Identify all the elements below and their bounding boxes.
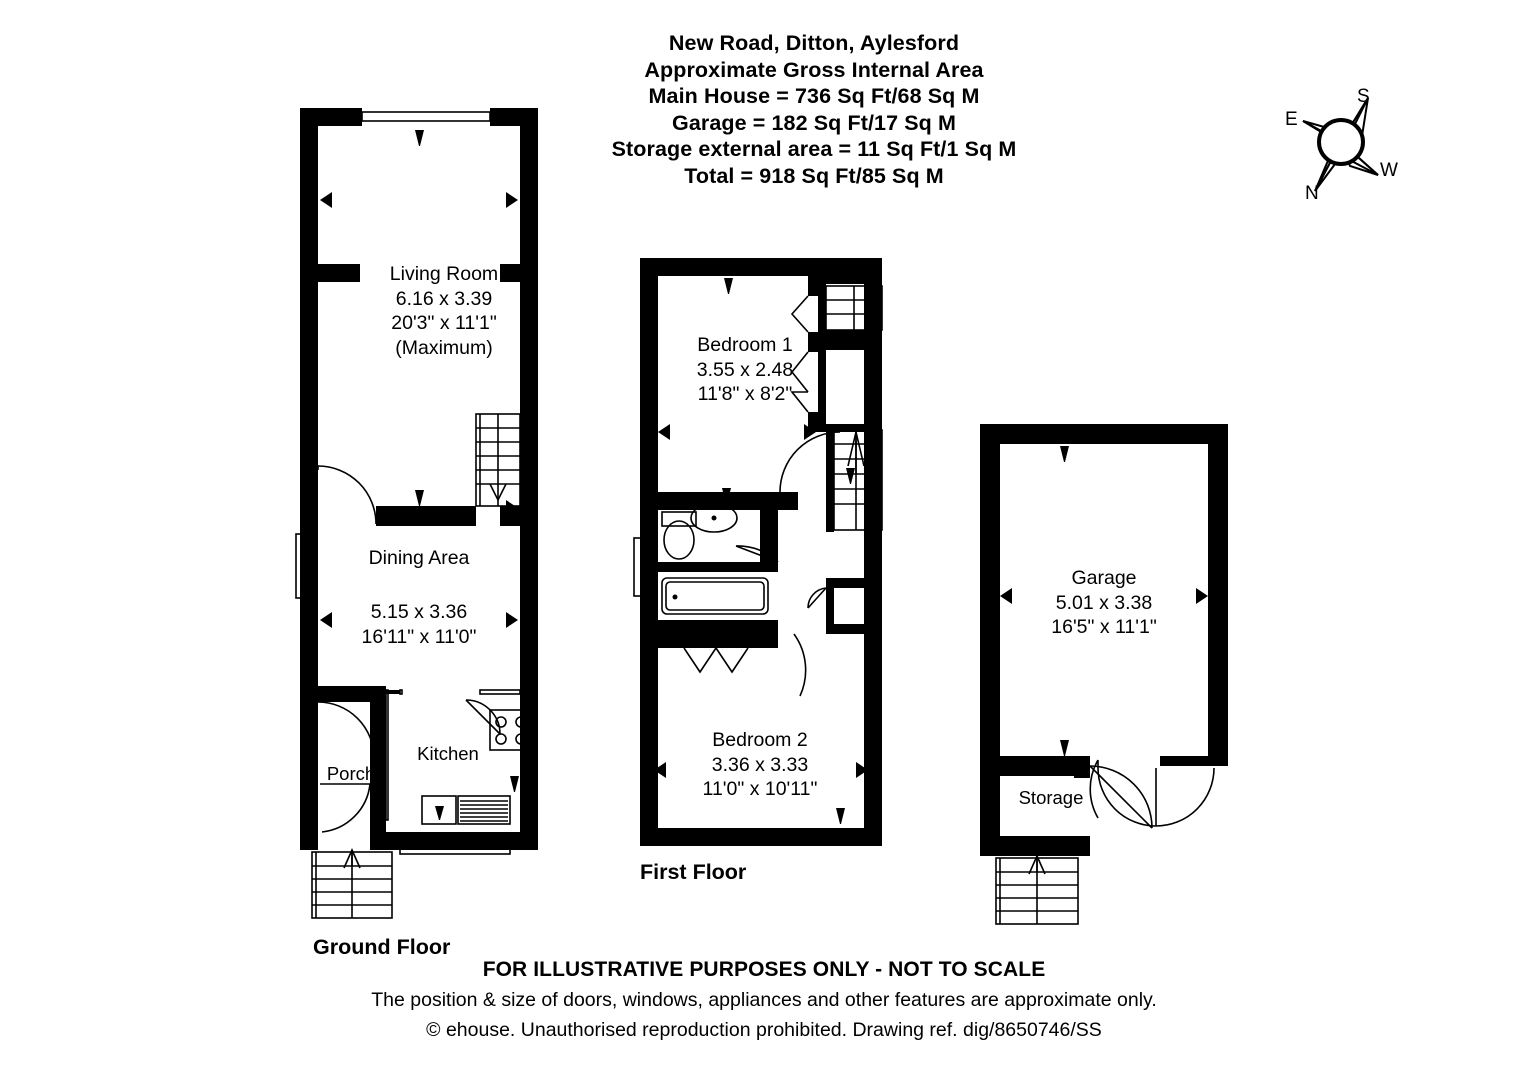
first-floor-doors	[683, 295, 841, 697]
room-label-kitchen: Kitchen	[398, 742, 498, 767]
room-label-storage: Storage	[996, 786, 1106, 811]
room-imperial-dining-area: 16'11" x 11'0"	[361, 625, 477, 648]
room-metric-bedroom-1: 3.55 x 2.48	[696, 358, 794, 381]
garage-area: Garage = 182 Sq Ft/17 Sq M	[672, 110, 956, 135]
room-label-bedroom-2: Bedroom 2 3.36 x 3.33 11'0" x 10'11"	[670, 728, 850, 802]
ground-floor-staircase	[475, 413, 521, 507]
room-metric-living-room: 6.16 x 3.39	[395, 287, 493, 310]
room-dims-dining-area: 5.15 x 3.36 16'11" x 11'0"	[309, 600, 529, 649]
storage-area: Storage external area = 11 Sq Ft/1 Sq M	[611, 137, 1017, 161]
ground-floor-dimension-arrows	[320, 130, 519, 792]
ground-floor-entrance-steps	[311, 848, 393, 919]
room-name-bedroom-1: Bedroom 1	[697, 334, 793, 356]
room-name-bedroom-2: Bedroom 2	[712, 729, 808, 751]
footer-approx-note: The position & size of doors, windows, a…	[371, 989, 1157, 1011]
room-name-garage: Garage	[1071, 567, 1137, 589]
compass-label-s: S	[1357, 86, 1370, 107]
first-floor-staircase	[833, 429, 883, 531]
room-metric-garage: 5.01 x 3.38	[1055, 591, 1153, 614]
garage-doors	[1089, 759, 1215, 829]
plan-title-block: New Road, Ditton, Aylesford Approximate …	[514, 30, 1114, 189]
room-title-dining-area: Dining Area	[368, 547, 470, 569]
room-name-living-room: Living Room	[389, 263, 499, 285]
area-subtitle: Approximate Gross Internal Area	[644, 57, 984, 82]
room-label-bedroom-1: Bedroom 1 3.55 x 2.48 11'8" x 8'2"	[655, 333, 835, 407]
room-metric-bedroom-2: 3.36 x 3.33	[711, 753, 809, 776]
room-label-garage: Garage 5.01 x 3.38 16'5" x 11'1"	[1014, 566, 1194, 640]
room-name-porch: Porch	[326, 763, 376, 784]
room-imperial-living-room: 20'3" x 11'1"	[391, 312, 497, 334]
room-name-storage: Storage	[1018, 787, 1084, 808]
room-name-dining-area: Dining Area	[309, 546, 529, 571]
footer-block: FOR ILLUSTRATIVE PURPOSES ONLY - NOT TO …	[264, 955, 1264, 1045]
first-floor-dimension-arrows	[654, 278, 868, 824]
footer-copyright: © ehouse. Unauthorised reproduction proh…	[426, 1019, 1102, 1041]
garage-entrance-steps	[995, 854, 1079, 925]
compass-label-n: N	[1305, 183, 1319, 204]
room-metric-dining-area: 5.15 x 3.36	[370, 601, 468, 623]
kitchen-fittings	[399, 689, 533, 825]
compass-label-e: E	[1285, 109, 1298, 130]
property-address: New Road, Ditton, Aylesford	[668, 31, 960, 55]
compass-label-w: W	[1380, 160, 1398, 181]
footer-disclaimer: FOR ILLUSTRATIVE PURPOSES ONLY - NOT TO …	[482, 958, 1046, 981]
room-label-porch: Porch	[298, 762, 404, 787]
bathroom-fixtures	[661, 503, 769, 615]
room-imperial-bedroom-2: 11'0" x 10'11"	[702, 778, 818, 800]
room-imperial-garage: 16'5" x 11'1"	[1051, 616, 1157, 638]
room-note-living-room: (Maximum)	[395, 336, 493, 359]
room-imperial-bedroom-1: 11'8" x 8'2"	[697, 383, 793, 405]
room-name-kitchen: Kitchen	[417, 743, 479, 764]
floor-label-first: First Floor	[640, 860, 747, 884]
garage-dimension-arrows	[1000, 446, 1208, 756]
main-house-area: Main House = 736 Sq Ft/68 Sq M	[648, 84, 980, 108]
first-floor-stair-head	[825, 285, 883, 331]
floor-label-ground: Ground Floor	[313, 935, 451, 959]
total-area: Total = 918 Sq Ft/85 Sq M	[684, 163, 944, 188]
room-label-living-room: Living Room 6.16 x 3.39 20'3" x 11'1" (M…	[334, 262, 554, 360]
